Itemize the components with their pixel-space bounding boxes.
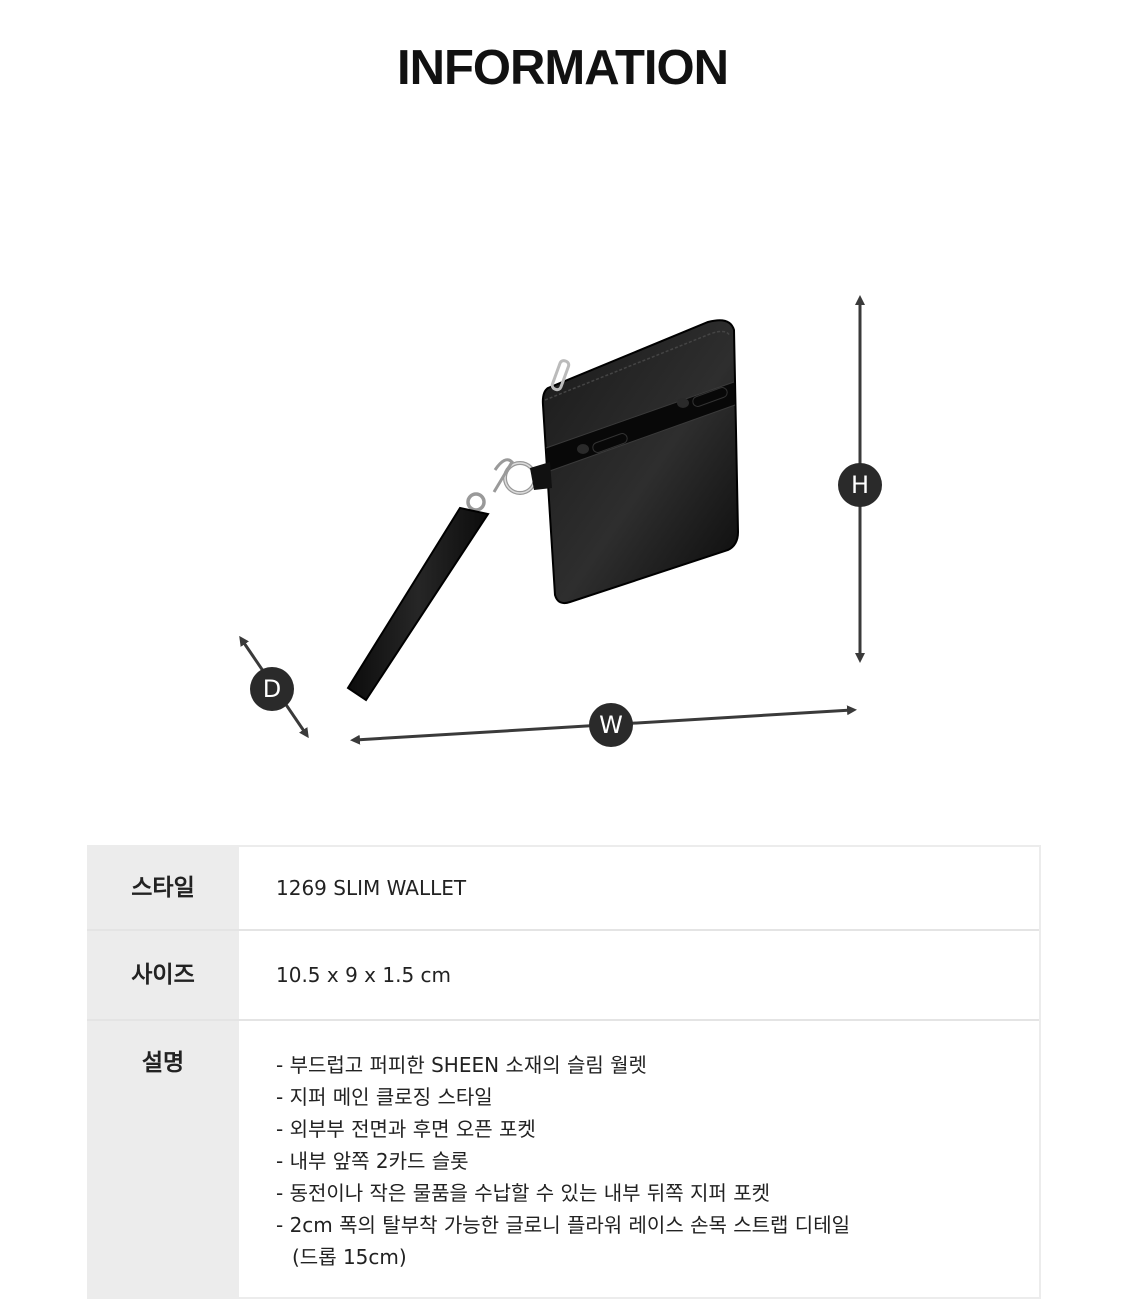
- height-label-icon: H: [838, 463, 882, 507]
- table-row-size: 사이즈 10.5 x 9 x 1.5 cm: [87, 931, 1039, 1021]
- page-title: INFORMATION: [396, 41, 729, 95]
- depth-label-icon: D: [250, 667, 294, 711]
- style-label: 스타일: [87, 847, 239, 929]
- product-dimension-diagram: H W D: [0, 270, 1125, 770]
- wrist-strap: [346, 458, 552, 702]
- wallet-body: [541, 319, 740, 605]
- size-label: 사이즈: [87, 931, 239, 1019]
- spec-table: 스타일 1269 SLIM WALLET 사이즈 10.5 x 9 x 1.5 …: [87, 845, 1041, 1299]
- description-line: - 동전이나 작은 물품을 수납할 수 있는 내부 뒤쪽 지퍼 포켓: [276, 1181, 770, 1205]
- style-value: 1269 SLIM WALLET: [276, 876, 467, 900]
- description-line: - 지퍼 메인 클로징 스타일: [276, 1085, 493, 1109]
- description-line: - 외부부 전면과 후면 오픈 포켓: [276, 1117, 536, 1141]
- description-line: - 2cm 폭의 탈부착 가능한 글로니 플라워 레이스 손목 스트랩 디테일: [276, 1213, 850, 1237]
- description-label: 설명: [87, 1021, 239, 1297]
- wallet-illustration: [239, 295, 865, 745]
- description-line: - 내부 앞쪽 2카드 슬롯: [276, 1149, 469, 1173]
- size-value: 10.5 x 9 x 1.5 cm: [276, 963, 451, 987]
- description-value: - 부드럽고 퍼피한 SHEEN 소재의 슬림 월렛 - 지퍼 메인 클로징 스…: [239, 1021, 1039, 1297]
- width-label-icon: W: [589, 703, 633, 747]
- description-line-continuation: (드롭 15cm): [292, 1245, 407, 1269]
- table-row-style: 스타일 1269 SLIM WALLET: [87, 847, 1039, 931]
- table-row-description: 설명 - 부드럽고 퍼피한 SHEEN 소재의 슬림 월렛 - 지퍼 메인 클로…: [87, 1021, 1039, 1297]
- description-line: - 부드럽고 퍼피한 SHEEN 소재의 슬림 월렛: [276, 1053, 647, 1077]
